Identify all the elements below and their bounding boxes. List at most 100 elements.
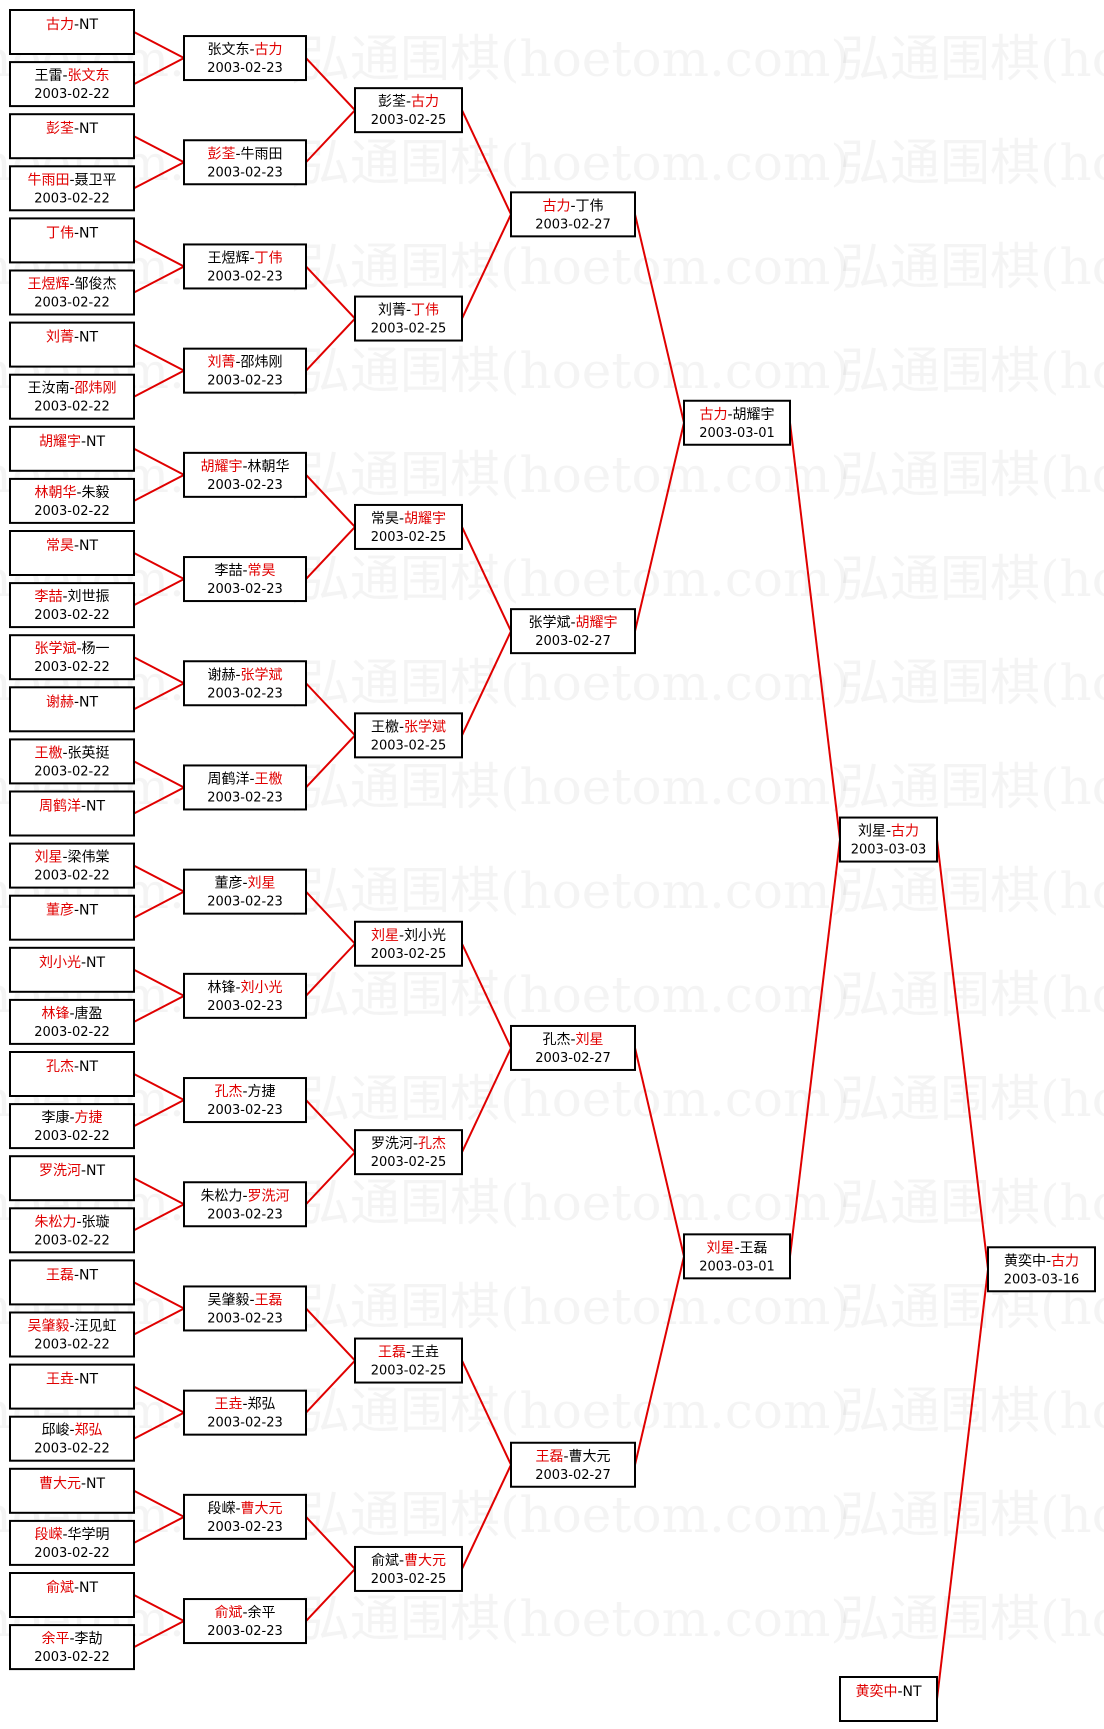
player-name: 梁伟棠 [68,850,110,866]
match-date: 2003-02-25 [371,738,447,753]
match-date: 2003-02-22 [34,764,110,779]
player-separator: - [242,1188,247,1204]
bracket-connector [133,1203,185,1232]
bracket-connector [133,369,185,398]
player-name: 俞斌 [214,1604,242,1621]
watermark-text: 弘通围棋(hoetom.com) [840,30,1104,88]
match-box-frame [683,1233,791,1280]
bracket-connector [133,864,185,893]
match-date: 2003-02-27 [535,1051,611,1066]
match-date: 2003-02-23 [207,269,283,284]
player-name: 王垚 [411,1345,439,1361]
match-date: 2003-02-25 [371,530,447,545]
match-date: 2003-02-25 [371,1364,447,1379]
match-date: 2003-02-22 [34,400,110,415]
match-players: 林锋-唐盈 [41,1005,102,1022]
player-separator: - [69,1423,74,1439]
player-name: 王磊 [535,1449,563,1465]
match-box: 丁伟-NT [9,217,135,264]
player-separator: - [74,330,79,346]
match-box-frame [510,1024,636,1071]
match-players: 王雷-张文东 [34,68,109,84]
watermark-text: 弘通围棋(hoetom.com) [840,550,1104,608]
match-box-frame [354,503,463,550]
player-name: 王雷 [34,68,62,84]
bracket-connector [936,839,989,1270]
player-separator: - [69,1319,74,1335]
match-players: 刘菁-邵炜刚 [207,355,282,371]
watermark-text: 弘通围棋(hoetom.com) [300,758,850,816]
match-players: 古力-丁伟 [542,198,603,214]
match-box-frame [9,425,135,472]
match-box-frame [354,1337,463,1384]
bracket-connector [305,265,356,320]
player-name: NT [86,799,105,815]
player-name: 周鹤洋 [39,799,81,815]
watermark-text: 弘通围棋(hoetom.com) [840,342,1104,400]
player-name: NT [86,434,105,450]
match-date: 2003-02-27 [535,217,611,232]
player-name: 彭荃 [378,93,406,110]
match-players: 常昊-NT [46,538,99,554]
bracket-connector [305,682,356,737]
match-box-frame [9,738,135,785]
player-name: 王檄 [371,719,399,735]
bracket-connector [133,1307,185,1336]
match-date: 2003-02-22 [34,869,110,884]
player-name: 张英挺 [68,744,110,761]
match-box-frame [354,1545,463,1592]
player-name: 邹俊杰 [75,277,117,293]
match-box-frame [9,1207,135,1254]
match-date: 2003-02-23 [207,999,283,1014]
player-separator: - [235,355,240,371]
player-name: 古力 [255,42,283,58]
player-name: 刘星 [858,824,886,840]
match-players: 王檄-张学斌 [371,719,446,735]
player-name: NT [79,1372,98,1388]
watermark-text: 弘通围棋(hoetom.com) [300,30,850,88]
match-players: 刘星-刘小光 [371,928,446,944]
match-box: 古力-丁伟 2003-02-27 [510,191,636,238]
player-separator: - [235,1501,240,1517]
match-date: 2003-02-23 [207,374,283,389]
player-separator: - [81,1476,86,1492]
match-box-frame [183,660,307,707]
player-separator: - [570,615,575,631]
player-name: 罗洗河 [371,1136,413,1152]
player-separator: - [413,1136,418,1152]
player-name: 常昊 [46,538,74,554]
player-separator: - [235,980,240,996]
player-separator: - [76,485,81,501]
player-separator: - [62,68,67,84]
bracket-connector [634,1047,685,1257]
match-date: 2003-03-03 [851,843,927,858]
player-separator: - [74,17,79,33]
player-name: 王檄 [255,771,283,787]
player-name: 董彦 [46,903,74,919]
player-name: 张学斌 [528,615,570,631]
match-box-frame [183,451,307,498]
match-players: 王煜辉-丁伟 [207,250,282,266]
player-separator: - [81,799,86,815]
bracket-connector [133,760,185,789]
watermark-text: 弘通围棋(hoetom.com) [840,446,1104,504]
watermark-text: 弘通围棋(hoetom.com) [300,342,850,400]
match-box-frame [9,1467,135,1514]
player-name: 王煜辉 [27,277,69,293]
match-box-frame [9,1311,135,1358]
bracket-connector [305,109,356,163]
player-name: 张学斌 [241,667,283,683]
match-date: 2003-02-22 [34,1129,110,1144]
match-box: 胡耀宇-NT [9,425,135,472]
player-name: 林锋 [207,980,235,996]
